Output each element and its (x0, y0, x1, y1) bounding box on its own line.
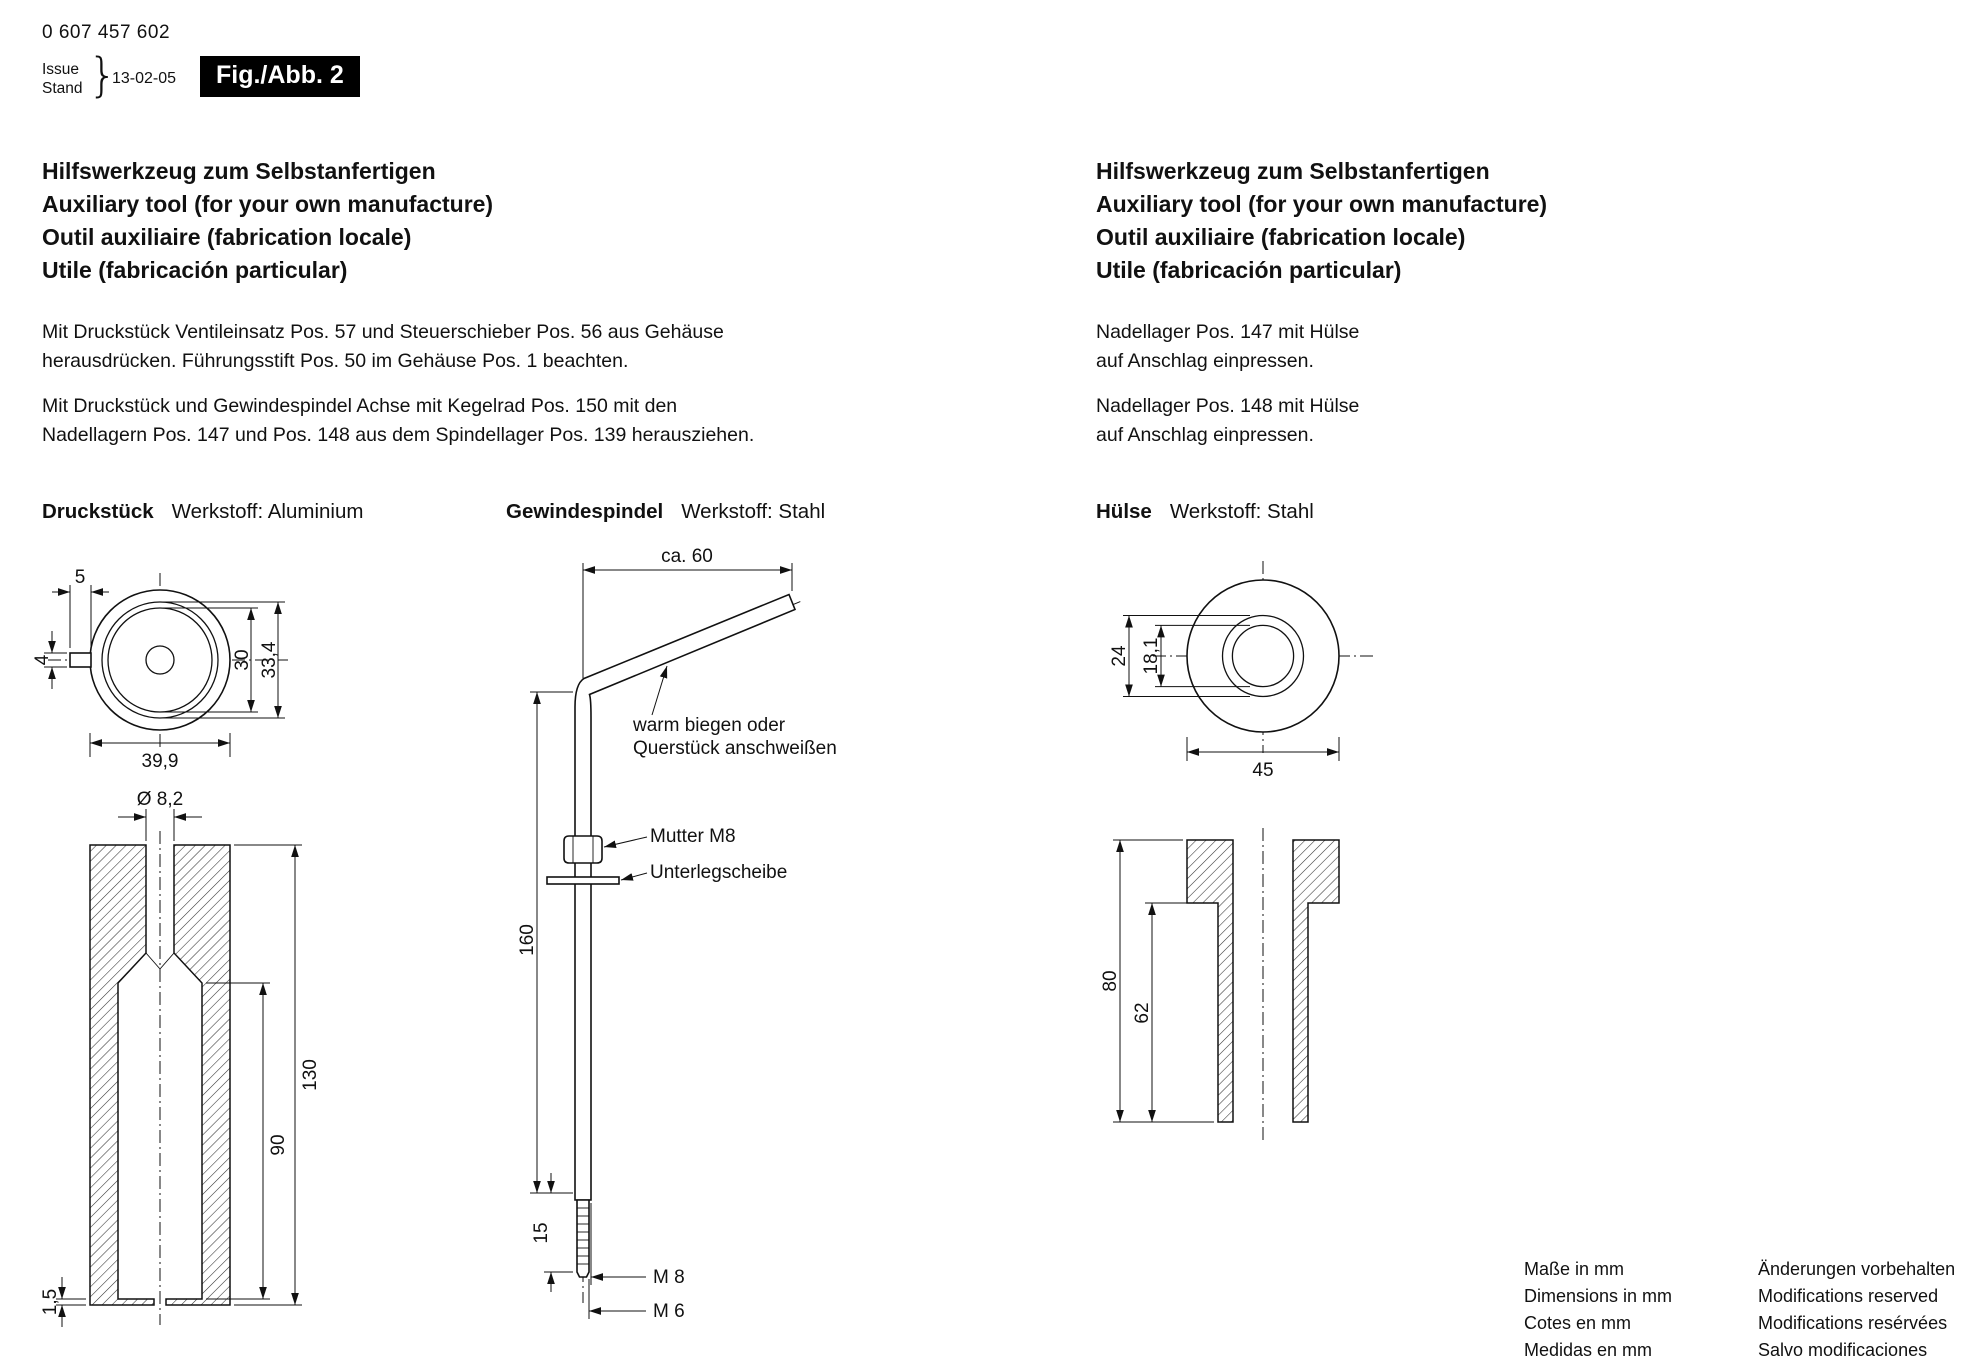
heading-en: Auxiliary tool (for your own manufacture… (42, 191, 494, 217)
line: Mit Druckstück Ventileinsatz Pos. 57 und… (42, 321, 724, 343)
line: auf Anschlag einpressen. (1096, 350, 1314, 372)
washer-shape (546, 876, 620, 885)
dim-ring-diameter: 33,4 (259, 641, 280, 678)
stand-label: Stand (42, 80, 83, 97)
gewindespindel-title: Gewindespindel (506, 500, 664, 523)
gewindespindel-drawing: ca. 60 warm biegen oder Querstück anschw… (517, 546, 837, 1322)
units-en: Dimensions in mm (1524, 1286, 1673, 1306)
druckstueck-drawing: 5 4 30 33,4 39,9 (32, 567, 321, 1327)
dim-pin-length: 5 (75, 567, 86, 588)
dim-bore-diameter: Ø 8,2 (137, 789, 183, 810)
gewindespindel-body (546, 593, 805, 1303)
dim-thread-minor: M 6 (653, 1301, 685, 1322)
instruction-right-2: Nadellager Pos. 148 mit Hülse auf Anschl… (1096, 392, 1359, 450)
line: Nadellager Pos. 147 mit Hülse (1096, 321, 1360, 343)
dim-shaft-length: 160 (517, 924, 538, 956)
dim-inner-diameter: 30 (232, 649, 253, 670)
druckstueck-label: Druckstück Werkstoff: Aluminium (42, 500, 363, 524)
huelse-drawing: 24 18,1 45 80 62 (1100, 561, 1377, 1141)
dim-outer-diameter: 45 (1252, 760, 1273, 781)
modifications-note: Änderungen vorbehalten Modifications res… (1758, 1256, 1955, 1364)
gewindespindel-material: Werkstoff: Stahl (681, 500, 826, 523)
dim-pin-diameter: 4 (32, 654, 53, 665)
units-fr: Cotes en mm (1524, 1313, 1632, 1333)
dim-thread-major: M 8 (653, 1267, 685, 1288)
dim-cavity-depth: 90 (268, 1134, 289, 1155)
dim-step-diameter: 24 (1109, 645, 1130, 667)
part-number: 0 607 457 602 (42, 22, 171, 43)
gewindespindel-dims: ca. 60 warm biegen oder Querstück anschw… (517, 546, 837, 1322)
druckstueck-top-dims: 5 4 30 33,4 39,9 (32, 567, 285, 772)
dim-base-step: 1,5 (40, 1289, 61, 1315)
nut-shape (563, 835, 603, 864)
dim-bore-diameter: 18,1 (1141, 638, 1162, 675)
druckstueck-title: Druckstück (42, 500, 154, 523)
huelse-top-view (1153, 561, 1377, 753)
huelse-material: Werkstoff: Stahl (1169, 500, 1314, 523)
heading-es: Utile (fabricación particular) (1096, 257, 1402, 283)
heading-de: Hilfswerkzeug zum Selbstanfertigen (42, 158, 436, 184)
line: Nadellager Pos. 148 mit Hülse (1096, 395, 1360, 417)
dim-handle-length: ca. 60 (661, 546, 713, 567)
issue-label: Issue (42, 61, 80, 78)
units-note: Maße in mm Dimensions in mm Cotes en mm … (1524, 1256, 1672, 1364)
dim-thread-length: 15 (531, 1222, 552, 1243)
heading-block-left: Hilfswerkzeug zum Selbstanfertigen Auxil… (42, 155, 493, 287)
gewindespindel-label: Gewindespindel Werkstoff: Stahl (506, 500, 825, 524)
druckstueck-material: Werkstoff: Aluminium (171, 500, 364, 523)
heading-block-right: Hilfswerkzeug zum Selbstanfertigen Auxil… (1096, 155, 1547, 287)
druckstueck-top-view (48, 573, 288, 747)
note-washer: Unterlegscheibe (650, 862, 787, 883)
instruction-right-1: Nadellager Pos. 147 mit Hülse auf Anschl… (1096, 318, 1359, 376)
units-de: Maße in mm (1524, 1259, 1625, 1279)
brace-glyph: } (88, 48, 118, 102)
dim-total-length: 80 (1100, 970, 1121, 991)
dim-outer-diameter: 39,9 (142, 751, 179, 772)
figure-label: Fig./Abb. 2 (200, 56, 360, 97)
line: Nadellagern Pos. 147 und Pos. 148 aus de… (42, 424, 755, 446)
huelse-label: Hülse Werkstoff: Stahl (1096, 500, 1314, 524)
line: auf Anschlag einpressen. (1096, 424, 1314, 446)
note-nut: Mutter M8 (650, 826, 736, 847)
huelse-section-view (1186, 828, 1340, 1141)
units-es: Medidas en mm (1524, 1340, 1653, 1360)
instruction-left-2: Mit Druckstück und Gewindespindel Achse … (42, 392, 754, 450)
heading-es: Utile (fabricación particular) (42, 257, 348, 283)
issue-stand-block: Issue Stand (42, 60, 83, 98)
druckstueck-section-view (89, 831, 231, 1325)
heading-de: Hilfswerkzeug zum Selbstanfertigen (1096, 158, 1490, 184)
instruction-left-1: Mit Druckstück Ventileinsatz Pos. 57 und… (42, 318, 724, 376)
huelse-section-dims: 80 62 (1100, 839, 1214, 1123)
heading-en: Auxiliary tool (for your own manufacture… (1096, 191, 1548, 217)
druckstueck-section-dims: Ø 8,2 130 90 1,5 (40, 789, 321, 1327)
note-bend-2: Querstück anschweißen (633, 738, 837, 759)
modifications-en: Modifications reserved (1758, 1286, 1939, 1306)
note-bend-1: warm biegen oder (632, 715, 786, 736)
line: herausdrücken. Führungsstift Pos. 50 im … (42, 350, 629, 372)
modifications-fr: Modifications resérvées (1758, 1313, 1948, 1333)
huelse-top-dims: 24 18,1 45 (1109, 615, 1340, 781)
dim-tube-length: 62 (1132, 1002, 1153, 1023)
heading-fr: Outil auxiliaire (fabrication locale) (42, 224, 412, 250)
heading-fr: Outil auxiliaire (fabrication locale) (1096, 224, 1466, 250)
dim-total-length: 130 (300, 1059, 321, 1091)
huelse-title: Hülse (1096, 500, 1152, 523)
modifications-de: Änderungen vorbehalten (1758, 1259, 1956, 1279)
issue-date: 13-02-05 (112, 70, 177, 87)
modifications-es: Salvo modificaciones (1758, 1340, 1928, 1360)
line: Mit Druckstück und Gewindespindel Achse … (42, 395, 678, 417)
